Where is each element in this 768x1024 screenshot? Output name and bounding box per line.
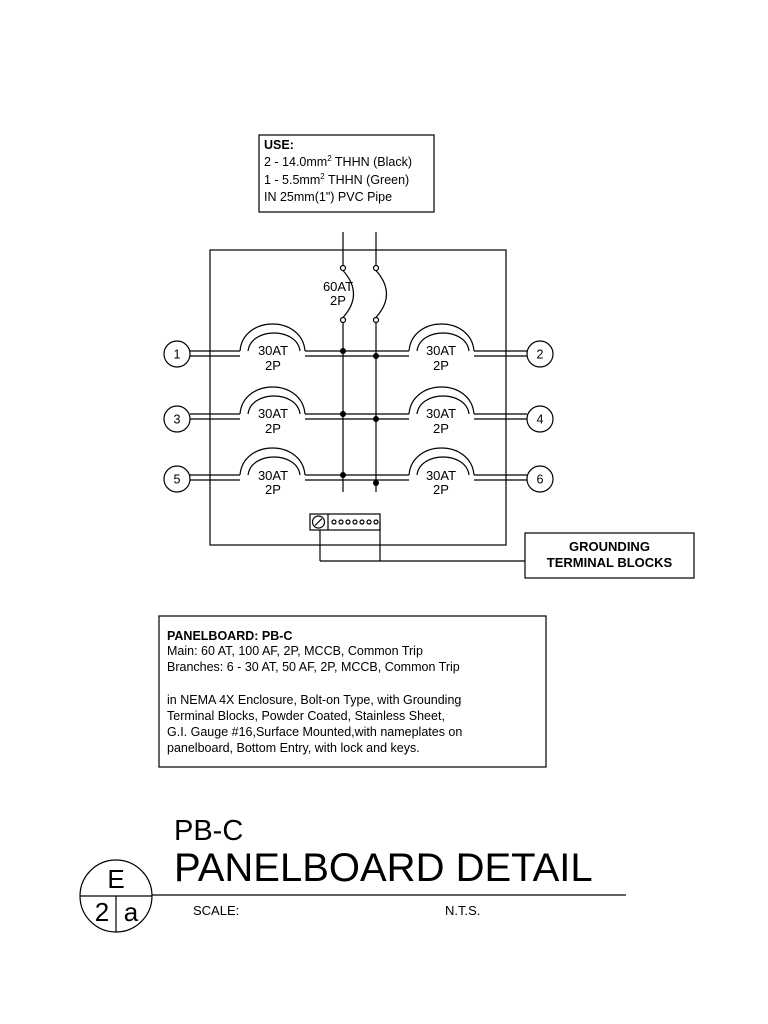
use-note-line1: 2 - 14.0mm2 THHN (Black) [264, 154, 412, 169]
panel-enclosure [209, 249, 507, 546]
section-marker-number: 2 [95, 897, 109, 927]
circuit-number: 5 [174, 473, 181, 487]
spec-heading: PANELBOARD: PB-C [167, 629, 292, 643]
feeder-conductors [342, 232, 377, 268]
use-note: USE: 2 - 14.0mm2 THHN (Black) 1 - 5.5mm2… [258, 134, 435, 213]
use-note-header: USE: [264, 138, 294, 152]
spec-line: Branches: 6 - 30 AT, 50 AF, 2P, MCCB, Co… [167, 660, 460, 674]
drawing-code: PB-C [174, 815, 243, 847]
branch-breaker-rating: 30AT [258, 406, 288, 421]
branch-breaker-rating: 30AT [258, 468, 288, 483]
section-marker-letter: a [124, 897, 139, 927]
branch-circuit-row-3: 30AT 2P 30AT 2P 5 6 [163, 447, 554, 497]
drawing-title: PANELBOARD DETAIL [174, 846, 593, 890]
spec-line: Terminal Blocks, Powder Coated, Stainles… [167, 709, 445, 723]
circuit-number: 3 [174, 413, 181, 427]
circuit-number: 1 [174, 348, 181, 362]
use-note-line2: 1 - 5.5mm2 THHN (Green) [264, 172, 409, 187]
spec-line: in NEMA 4X Enclosure, Bolt-on Type, with… [167, 693, 461, 707]
branch-breaker-poles: 2P [265, 421, 281, 436]
circuit-number: 2 [537, 348, 544, 362]
circuit-number: 4 [537, 413, 544, 427]
spec-line: Main: 60 AT, 100 AF, 2P, MCCB, Common Tr… [167, 644, 423, 658]
branch-breaker-poles: 2P [433, 358, 449, 373]
grounding-label-line1: GROUNDING [569, 539, 650, 554]
grounding-terminal-blocks [309, 513, 525, 562]
section-marker: E 2 a [79, 859, 153, 933]
main-breaker [339, 264, 388, 324]
branch-breaker-rating: 30AT [426, 468, 456, 483]
grounding-label: GROUNDING TERMINAL BLOCKS [524, 532, 695, 579]
branch-breaker-poles: 2P [433, 421, 449, 436]
branch-breaker-rating: 30AT [258, 343, 288, 358]
section-marker-sheet: E [107, 864, 124, 894]
branch-breaker-poles: 2P [433, 482, 449, 497]
main-bus [342, 322, 377, 492]
panelboard-spec-note: PANELBOARD: PB-C Main: 60 AT, 100 AF, 2P… [158, 615, 547, 768]
branch-circuit-row-2: 30AT 2P 30AT 2P 3 4 [163, 386, 554, 436]
scale-label: SCALE: [193, 903, 239, 918]
use-note-line3: IN 25mm(1") PVC Pipe [264, 190, 392, 204]
grounding-label-line2: TERMINAL BLOCKS [547, 555, 673, 570]
spec-line: panelboard, Bottom Entry, with lock and … [167, 741, 420, 755]
branch-breaker-poles: 2P [265, 358, 281, 373]
branch-breaker-rating: 30AT [426, 406, 456, 421]
scale-value: N.T.S. [445, 903, 480, 918]
branch-breaker-rating: 30AT [426, 343, 456, 358]
branch-circuit-row-1: 30AT 2P 30AT 2P 1 2 [163, 323, 554, 373]
main-breaker-poles: 2P [330, 293, 346, 308]
title-block: PB-C PANELBOARD DETAIL SCALE: N.T.S. [118, 815, 626, 918]
branch-breaker-poles: 2P [265, 482, 281, 497]
main-breaker-rating: 60AT [323, 279, 353, 294]
circuit-number: 6 [537, 473, 544, 487]
spec-line: G.I. Gauge #16,Surface Mounted,with name… [167, 725, 462, 739]
